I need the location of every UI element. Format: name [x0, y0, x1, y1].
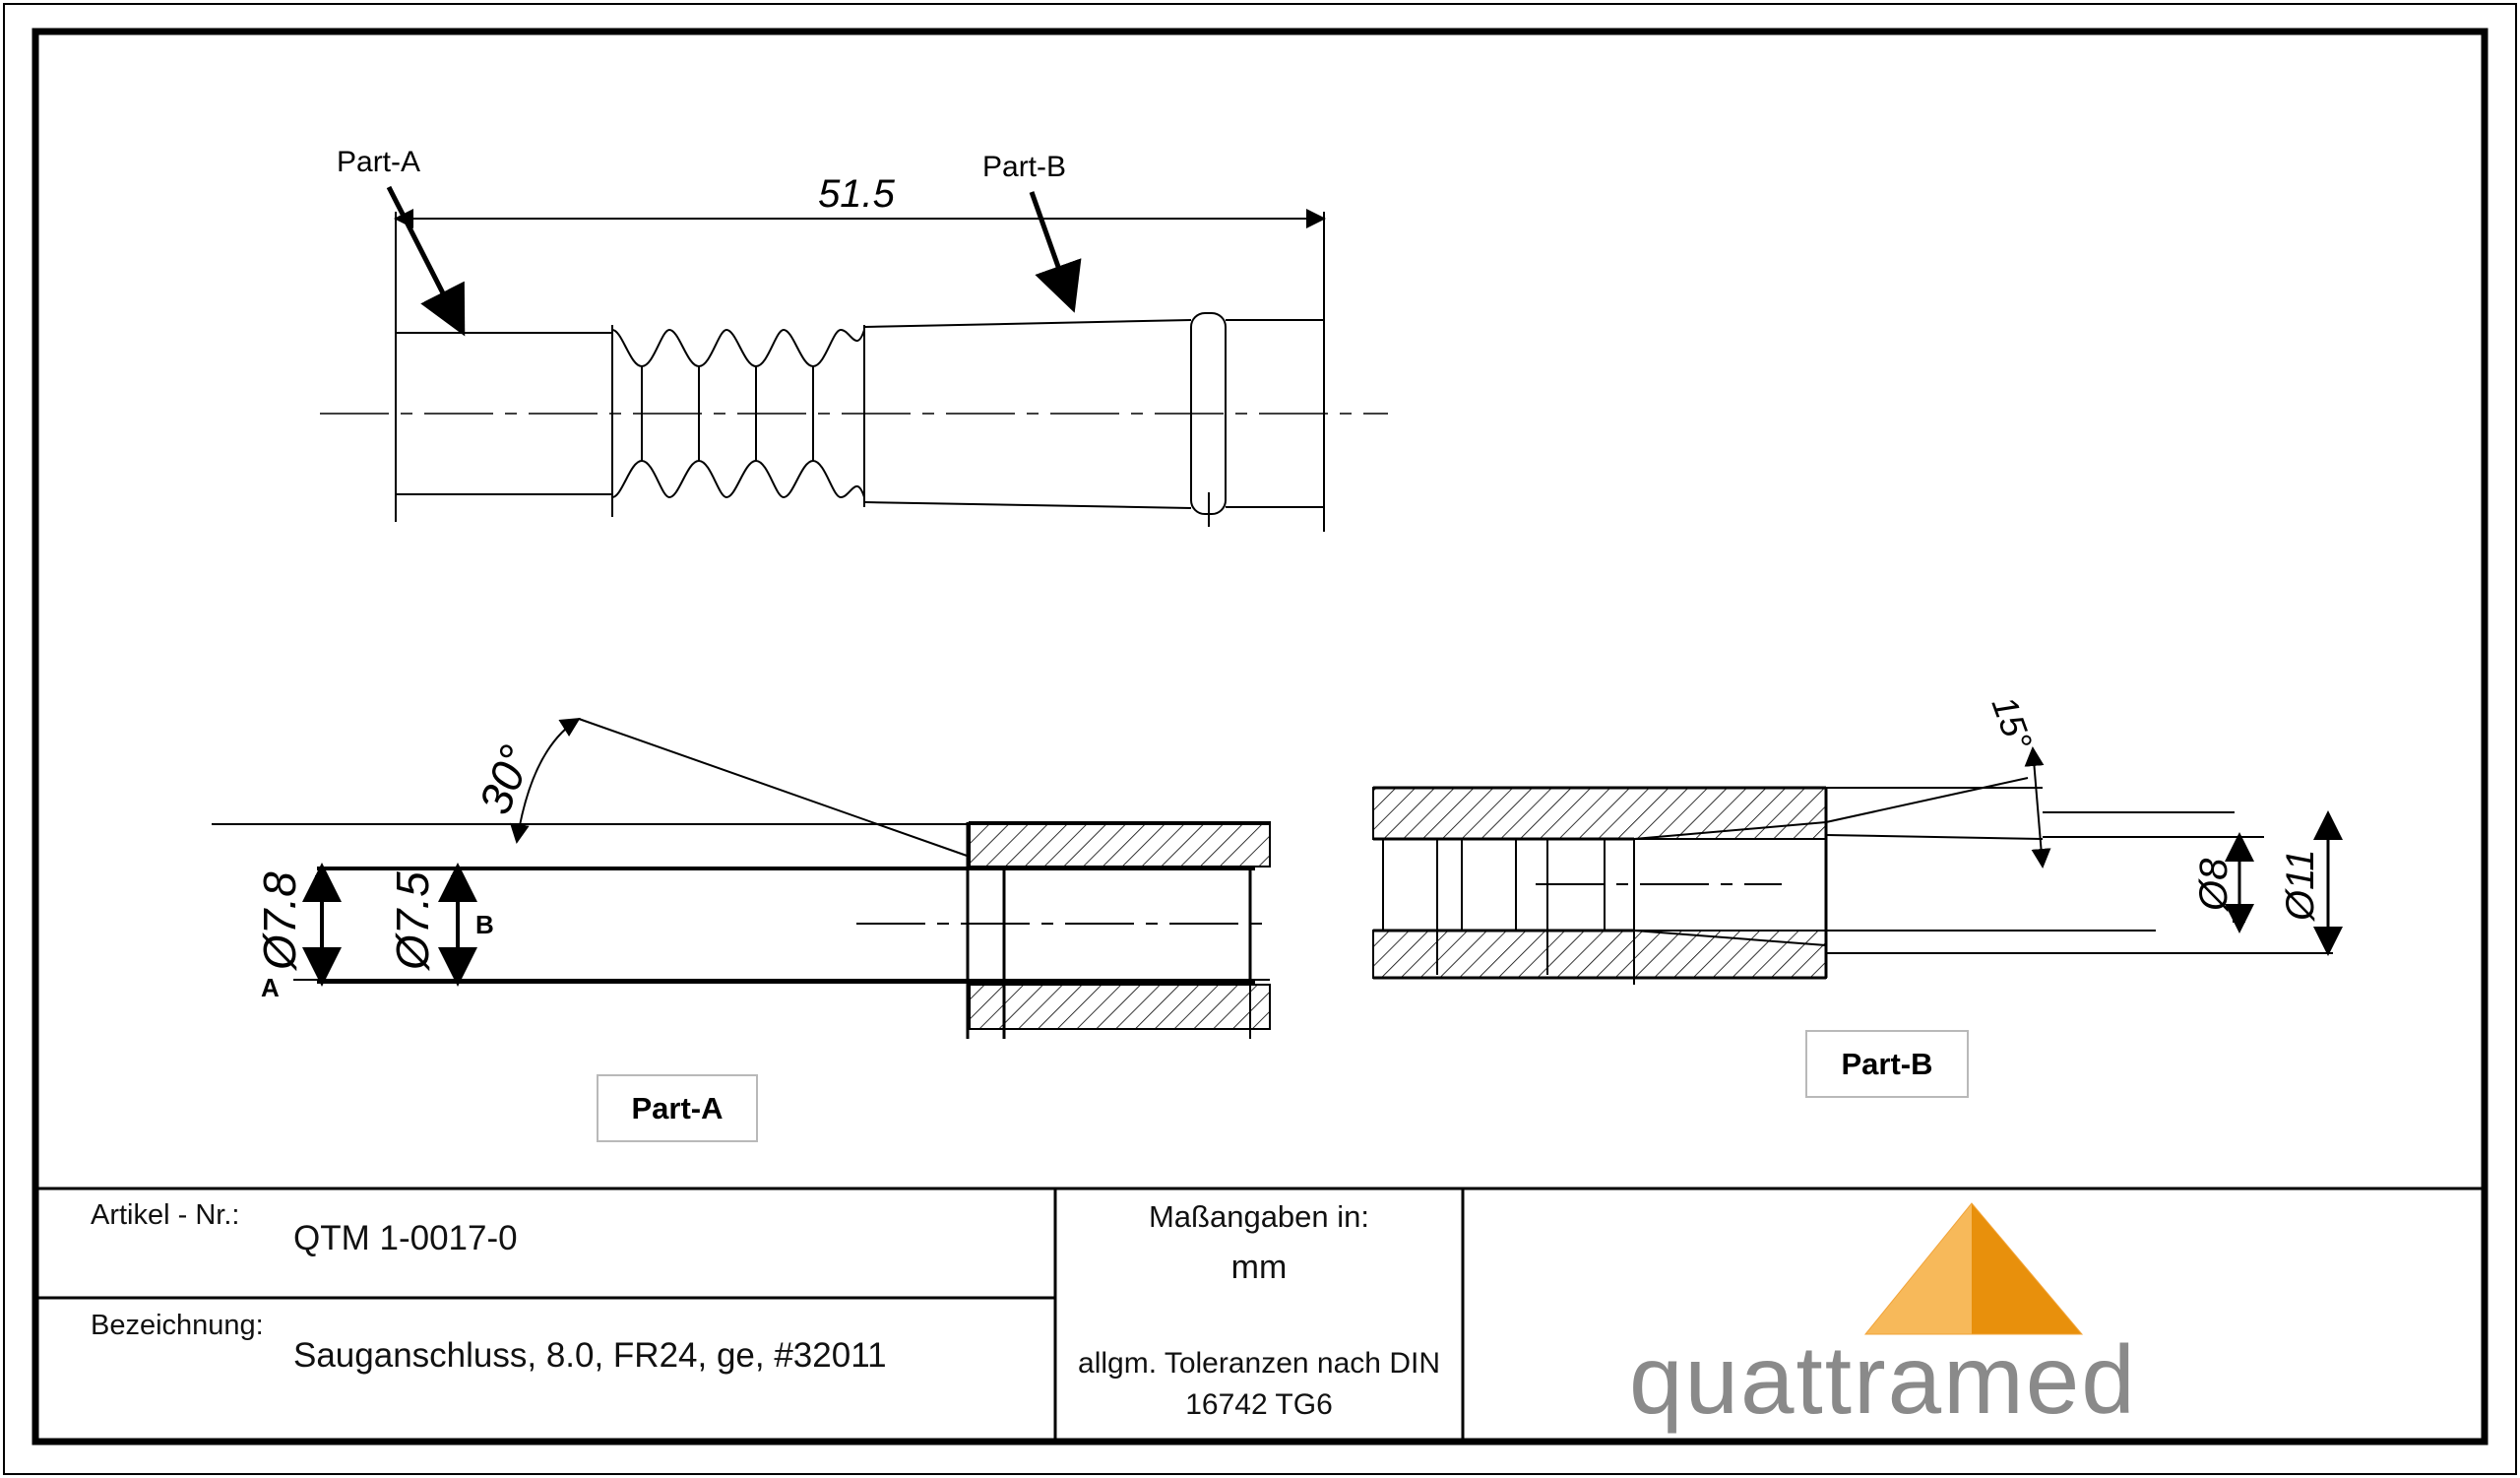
- quattramed-logo-mark: [1863, 1202, 2084, 1335]
- section-part-b: [1372, 746, 2343, 985]
- diameter-11-dimension: Ø11: [2279, 849, 2322, 923]
- callout-part-a: Part-A: [337, 146, 421, 178]
- outer-frame: [3, 3, 2517, 1475]
- callout-part-b: Part-B: [982, 151, 1067, 183]
- quattramed-logo-text: quattramed: [1629, 1325, 2137, 1434]
- bezeichnung-label: Bezeichnung:: [91, 1310, 264, 1341]
- units-value: mm: [1230, 1249, 1288, 1286]
- inner-frame: [32, 28, 2488, 1446]
- section-label-part-b: Part-B: [1805, 1030, 1969, 1098]
- bezeichnung-value: Sauganschluss, 8.0, FR24, ge, #32011: [293, 1336, 887, 1375]
- tolerance-line-2: 16742 TG6: [1185, 1388, 1333, 1421]
- side-view-drawing: [320, 185, 1388, 532]
- section-part-a: [212, 717, 1271, 1039]
- tolerance-line-1: allgm. Toleranzen nach DIN: [1078, 1347, 1440, 1380]
- angle-30-dimension: 30°: [469, 739, 541, 821]
- diameter-8-dimension: Ø8: [2192, 858, 2236, 913]
- section-label-part-a: Part-A: [597, 1074, 758, 1142]
- angle-15-dimension: 15°: [1984, 691, 2040, 755]
- diameter-7-5-dimension: Ø7.5: [387, 871, 438, 972]
- diameter-7-8-dimension: Ø7.8: [254, 871, 305, 972]
- overall-length-dimension: 51.5: [818, 172, 896, 216]
- reference-a: A: [261, 973, 280, 1002]
- reference-b: B: [475, 910, 494, 939]
- artikel-label: Artikel - Nr.:: [91, 1199, 240, 1231]
- artikel-value: QTM 1-0017-0: [293, 1219, 518, 1257]
- units-label: Maßangaben in:: [1148, 1199, 1370, 1234]
- title-block-grid: [35, 1187, 2485, 1442]
